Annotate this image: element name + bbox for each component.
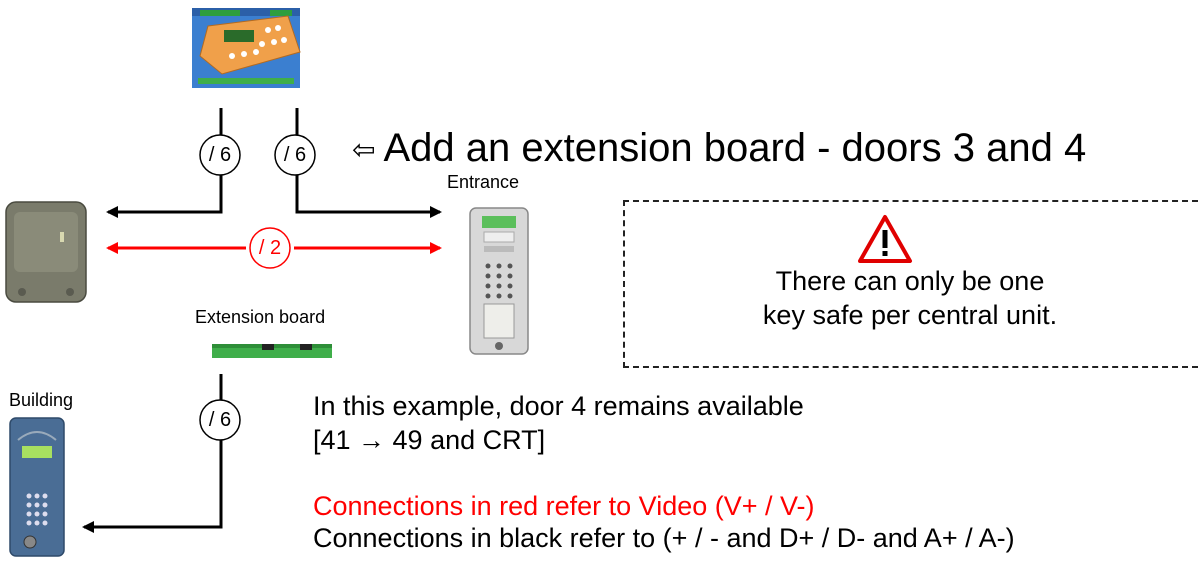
warning-note-text: There can only be one key safe per centr… [650, 264, 1170, 332]
wire-building [82, 374, 223, 533]
title-text: Add an extension board - doors 3 and 4 [383, 126, 1087, 170]
key-safe-icon [5, 201, 87, 303]
building-panel-icon [9, 417, 65, 557]
cable-circle-building [199, 399, 241, 441]
info-line-1: In this example, door 4 remains availabl… [313, 391, 804, 421]
building-label: Building [9, 390, 74, 410]
cable-label-video: / 2 [258, 237, 282, 259]
note-line-2: key safe per central unit. [762, 300, 1058, 330]
cable-label-right: / 6 [283, 144, 307, 166]
central-unit-icon [192, 8, 301, 88]
left-arrow-icon: ⇦ [352, 133, 376, 167]
info-red-connections: Connections in red refer to Video (V+ / … [313, 491, 815, 521]
warning-note-box [623, 200, 1198, 368]
cable-label-building: / 6 [208, 409, 232, 431]
cable-circle-video [249, 227, 291, 269]
cable-label-left: / 6 [208, 144, 232, 166]
cable-circle-left [199, 134, 241, 176]
extension-board-label: Extension board [195, 307, 326, 327]
extension-board-icon [212, 344, 332, 358]
cable-circle-right [274, 134, 316, 176]
warning-icon [858, 215, 912, 263]
entrance-panel-icon [469, 207, 529, 355]
info-line-2: [41 → 49 and CRT] [313, 425, 546, 455]
note-line-1: There can only be one [775, 266, 1045, 296]
entrance-label: Entrance [447, 172, 520, 192]
diagram-title: ⇦Add an extension board - doors 3 and 4 [352, 124, 1086, 174]
info-black-connections: Connections in black refer to (+ / - and… [313, 523, 1015, 553]
